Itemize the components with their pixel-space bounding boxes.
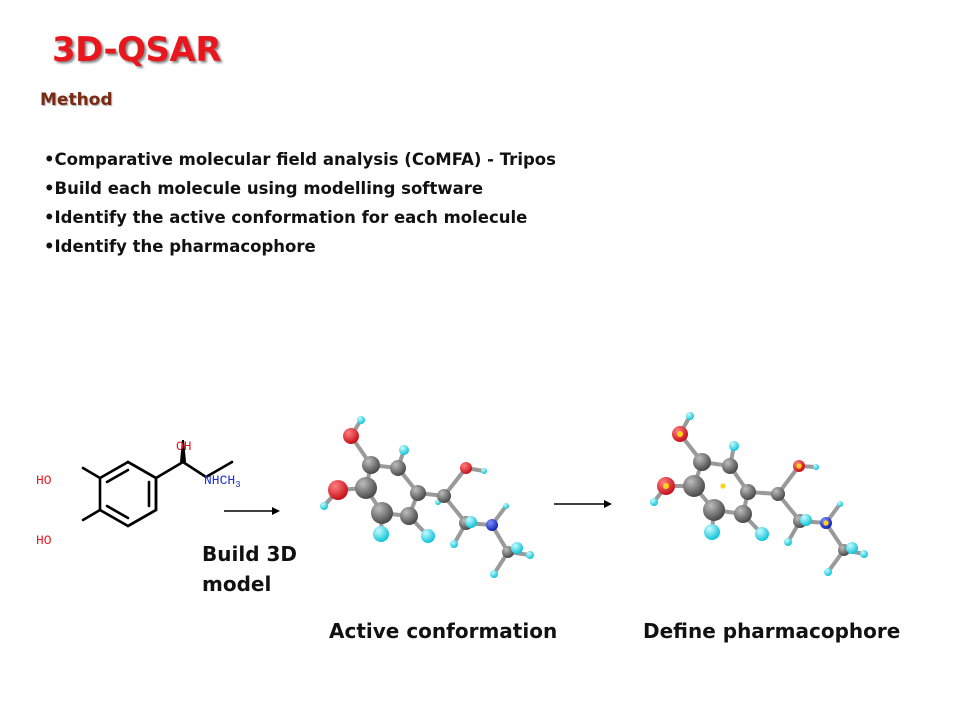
bullet-list: •Comparative molecular field analysis (C… — [44, 145, 556, 261]
section-subtitle: Method — [40, 90, 113, 110]
oh-label: OH — [176, 439, 192, 454]
arrow-build — [224, 507, 280, 515]
arrow-pharmacophore — [554, 500, 612, 508]
nhch3-label: NHCH3 — [204, 473, 241, 490]
build-caption-line1: Build 3D — [202, 542, 297, 566]
slide-title: 3D-QSAR — [52, 30, 222, 70]
bullet-text: Build each molecule using modelling soft… — [54, 179, 484, 198]
bullet-text: Identify the pharmacophore — [54, 237, 316, 256]
bullet-dot: • — [44, 179, 55, 198]
bullet-dot: • — [44, 237, 55, 256]
atoms — [650, 412, 868, 576]
active-conformation-caption: Active conformation — [329, 619, 558, 643]
bullet-item: •Identify the pharmacophore — [44, 232, 556, 261]
ho-lower-label: HO — [36, 533, 52, 548]
bullet-text: Comparative molecular field analysis (Co… — [54, 150, 556, 169]
structure-2d: OH HO HO NHCH3 — [36, 439, 241, 548]
bullet-item: •Identify the active conformation for ea… — [44, 203, 556, 232]
bullet-item: •Comparative molecular field analysis (C… — [44, 145, 556, 174]
bullet-text: Identify the active conformation for eac… — [54, 208, 528, 227]
build-caption-line2: model — [202, 572, 272, 596]
model-active-conformation — [320, 416, 534, 578]
pharmacophore-markers — [663, 431, 829, 526]
define-pharmacophore-caption: Define pharmacophore — [643, 619, 901, 643]
model-pharmacophore — [650, 412, 868, 576]
ho-upper-label: HO — [36, 473, 52, 488]
bullet-dot: • — [44, 150, 55, 169]
bullet-dot: • — [44, 208, 55, 227]
nhch3-text: NHCH — [204, 473, 235, 488]
atoms — [320, 416, 534, 578]
bullet-item: •Build each molecule using modelling sof… — [44, 174, 556, 203]
nhch3-subscript: 3 — [235, 480, 240, 490]
build-caption: Build 3D model — [202, 539, 297, 599]
